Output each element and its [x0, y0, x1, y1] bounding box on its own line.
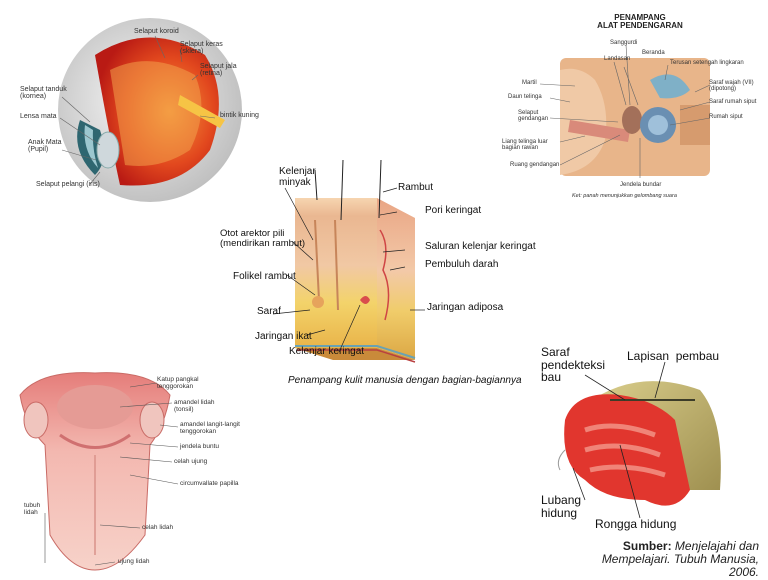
- label-retina: Selaput jala (retina): [200, 63, 237, 78]
- label-vestibule: Beranda: [642, 50, 665, 56]
- source-citation: Sumber: Menjelajahi dan Mempelajari. Tub…: [533, 539, 759, 580]
- tongue-diagram: Katup pangkal tenggorokan amandel lidah …: [0, 365, 260, 576]
- label-connective-tissue: Jaringan ikat: [255, 331, 312, 342]
- label-epiglottis: Katup pangkal tenggorokan: [157, 376, 199, 390]
- label-facial-nerve: Saraf wajah (VII) (dipotong): [709, 80, 754, 93]
- label-median-sulcus: celah lidah: [142, 524, 174, 531]
- label-eardrum: Selaput gendangan: [518, 110, 549, 123]
- blood-vessel-base: [295, 345, 416, 359]
- label-iris: Selaput pelangi (iris): [36, 181, 100, 188]
- label-lens: Lensa mata: [20, 113, 57, 120]
- label-olfactory-nerve: Saraf pendekteksi bau: [541, 345, 606, 385]
- label-tongue-tip: ujung lidah: [118, 558, 150, 565]
- label-round-window: Jendela bundar: [620, 182, 662, 188]
- ear-canal: [568, 120, 630, 142]
- nose-diagram: Saraf pendekteksi bau Lapisan pembau Lub…: [525, 340, 768, 579]
- cornea: [84, 125, 98, 168]
- label-sebaceous-gland: Kelenjar minyak: [279, 166, 316, 188]
- label-olfactory-epithelium: Lapisan pembau: [627, 349, 720, 363]
- skin-illustration: [272, 160, 425, 363]
- label-auricle: Daun telinga: [508, 94, 542, 100]
- skin-caption: Penampang kulit manusia dengan bagian-ba…: [288, 375, 522, 386]
- label-hair-follicle: Folikel rambut: [233, 271, 296, 282]
- label-foramen-cecum: jendela buntu: [180, 443, 220, 450]
- source-text: Menjelajahi dan Mempelajari. Tubuh Manus…: [601, 539, 759, 580]
- lingual-tonsil: [57, 385, 133, 429]
- label-adipose: Jaringan adiposa: [427, 302, 504, 313]
- label-palatine-tonsil: amandel langit-langit tenggorokan: [180, 421, 240, 435]
- label-nasal-cavity: Rongga hidung: [595, 517, 677, 531]
- label-macula: bintik kuning: [220, 112, 259, 119]
- source-label: Sumber:: [622, 539, 672, 553]
- turbinate-upper: [584, 423, 656, 438]
- label-cochlear-nerve: Saraf rumah siput: [709, 99, 757, 105]
- label-cornea: Selaput tanduk (kornea): [20, 86, 67, 101]
- label-hair: Rambut: [398, 182, 434, 193]
- label-sweat-gland: Kelenjar keringat: [289, 346, 365, 357]
- label-lingual-tonsil: amandel lidah (tonsil): [174, 399, 215, 413]
- label-nostril: Lubang hidung: [541, 493, 582, 520]
- label-incus: Landasan: [604, 56, 631, 62]
- cochlea-inner: [648, 115, 668, 135]
- label-circumvallate: circumvallate papilla: [180, 480, 239, 487]
- label-terminal-sulcus: celah ujung: [174, 458, 208, 465]
- middle-ear: [622, 106, 642, 134]
- label-blood-vessel: Pembuluh darah: [425, 259, 499, 270]
- lens: [96, 131, 120, 169]
- label-sweat-pore: Pori keringat: [425, 205, 482, 216]
- label-sclera: Selaput keras (sklera): [180, 41, 223, 56]
- ear-caption: Ket: panah menunjukkan gelombang suara: [572, 193, 677, 199]
- auricle: [560, 68, 607, 175]
- ear-illustration: [539, 44, 711, 178]
- tongue-illustration: [19, 372, 179, 571]
- circumvallate-row: [59, 433, 131, 449]
- label-sweat-duct: Saluran kelenjar keringat: [425, 241, 536, 252]
- eye-diagram: Selaput koroid Selaput keras (sklera) Se…: [0, 0, 270, 210]
- optic-nerve: [178, 95, 225, 128]
- ear-diagram: PENAMPANG ALAT PENDENGARAN Sanggurdi Lan…: [500, 10, 768, 210]
- label-nerve: Saraf: [257, 306, 281, 317]
- ear-title: PENAMPANG ALAT PENDENGARAN: [597, 13, 683, 31]
- skin-diagram: Kelenjar minyak Rambut Pori keringat Oto…: [215, 160, 536, 395]
- hair-follicle: [312, 296, 324, 308]
- nose-illustration: [557, 361, 721, 519]
- hair-strand: [340, 160, 344, 221]
- blood-vessel: [379, 229, 390, 321]
- label-pupil: Anak Mata (Pupil): [28, 139, 62, 154]
- nasal-cavity: [564, 394, 690, 506]
- right-tonsil: [139, 401, 165, 439]
- turbinate-middle: [584, 443, 661, 458]
- semicircular-canals: [650, 74, 690, 99]
- eye-illustration: [58, 18, 242, 202]
- label-stapes: Sanggurdi: [610, 40, 638, 46]
- sweat-gland: [360, 296, 370, 304]
- label-tongue-body: tubuh lidah: [24, 502, 41, 516]
- label-tympanic-cavity: Ruang gendangan: [510, 162, 560, 168]
- left-tonsil: [23, 401, 49, 439]
- label-cochlea: Rumah siput: [709, 114, 743, 120]
- label-arrector-pili: Otot arektor pili (mendirikan rambut): [220, 228, 305, 249]
- label-semicircular: Terusan setengah lingkaran: [670, 60, 744, 66]
- label-malleus: Martil: [522, 80, 537, 86]
- skin-side-face: [377, 198, 415, 360]
- label-ear-canal: Liang telinga luar bagian rawan: [502, 139, 548, 152]
- label-choroid: Selaput koroid: [134, 28, 179, 35]
